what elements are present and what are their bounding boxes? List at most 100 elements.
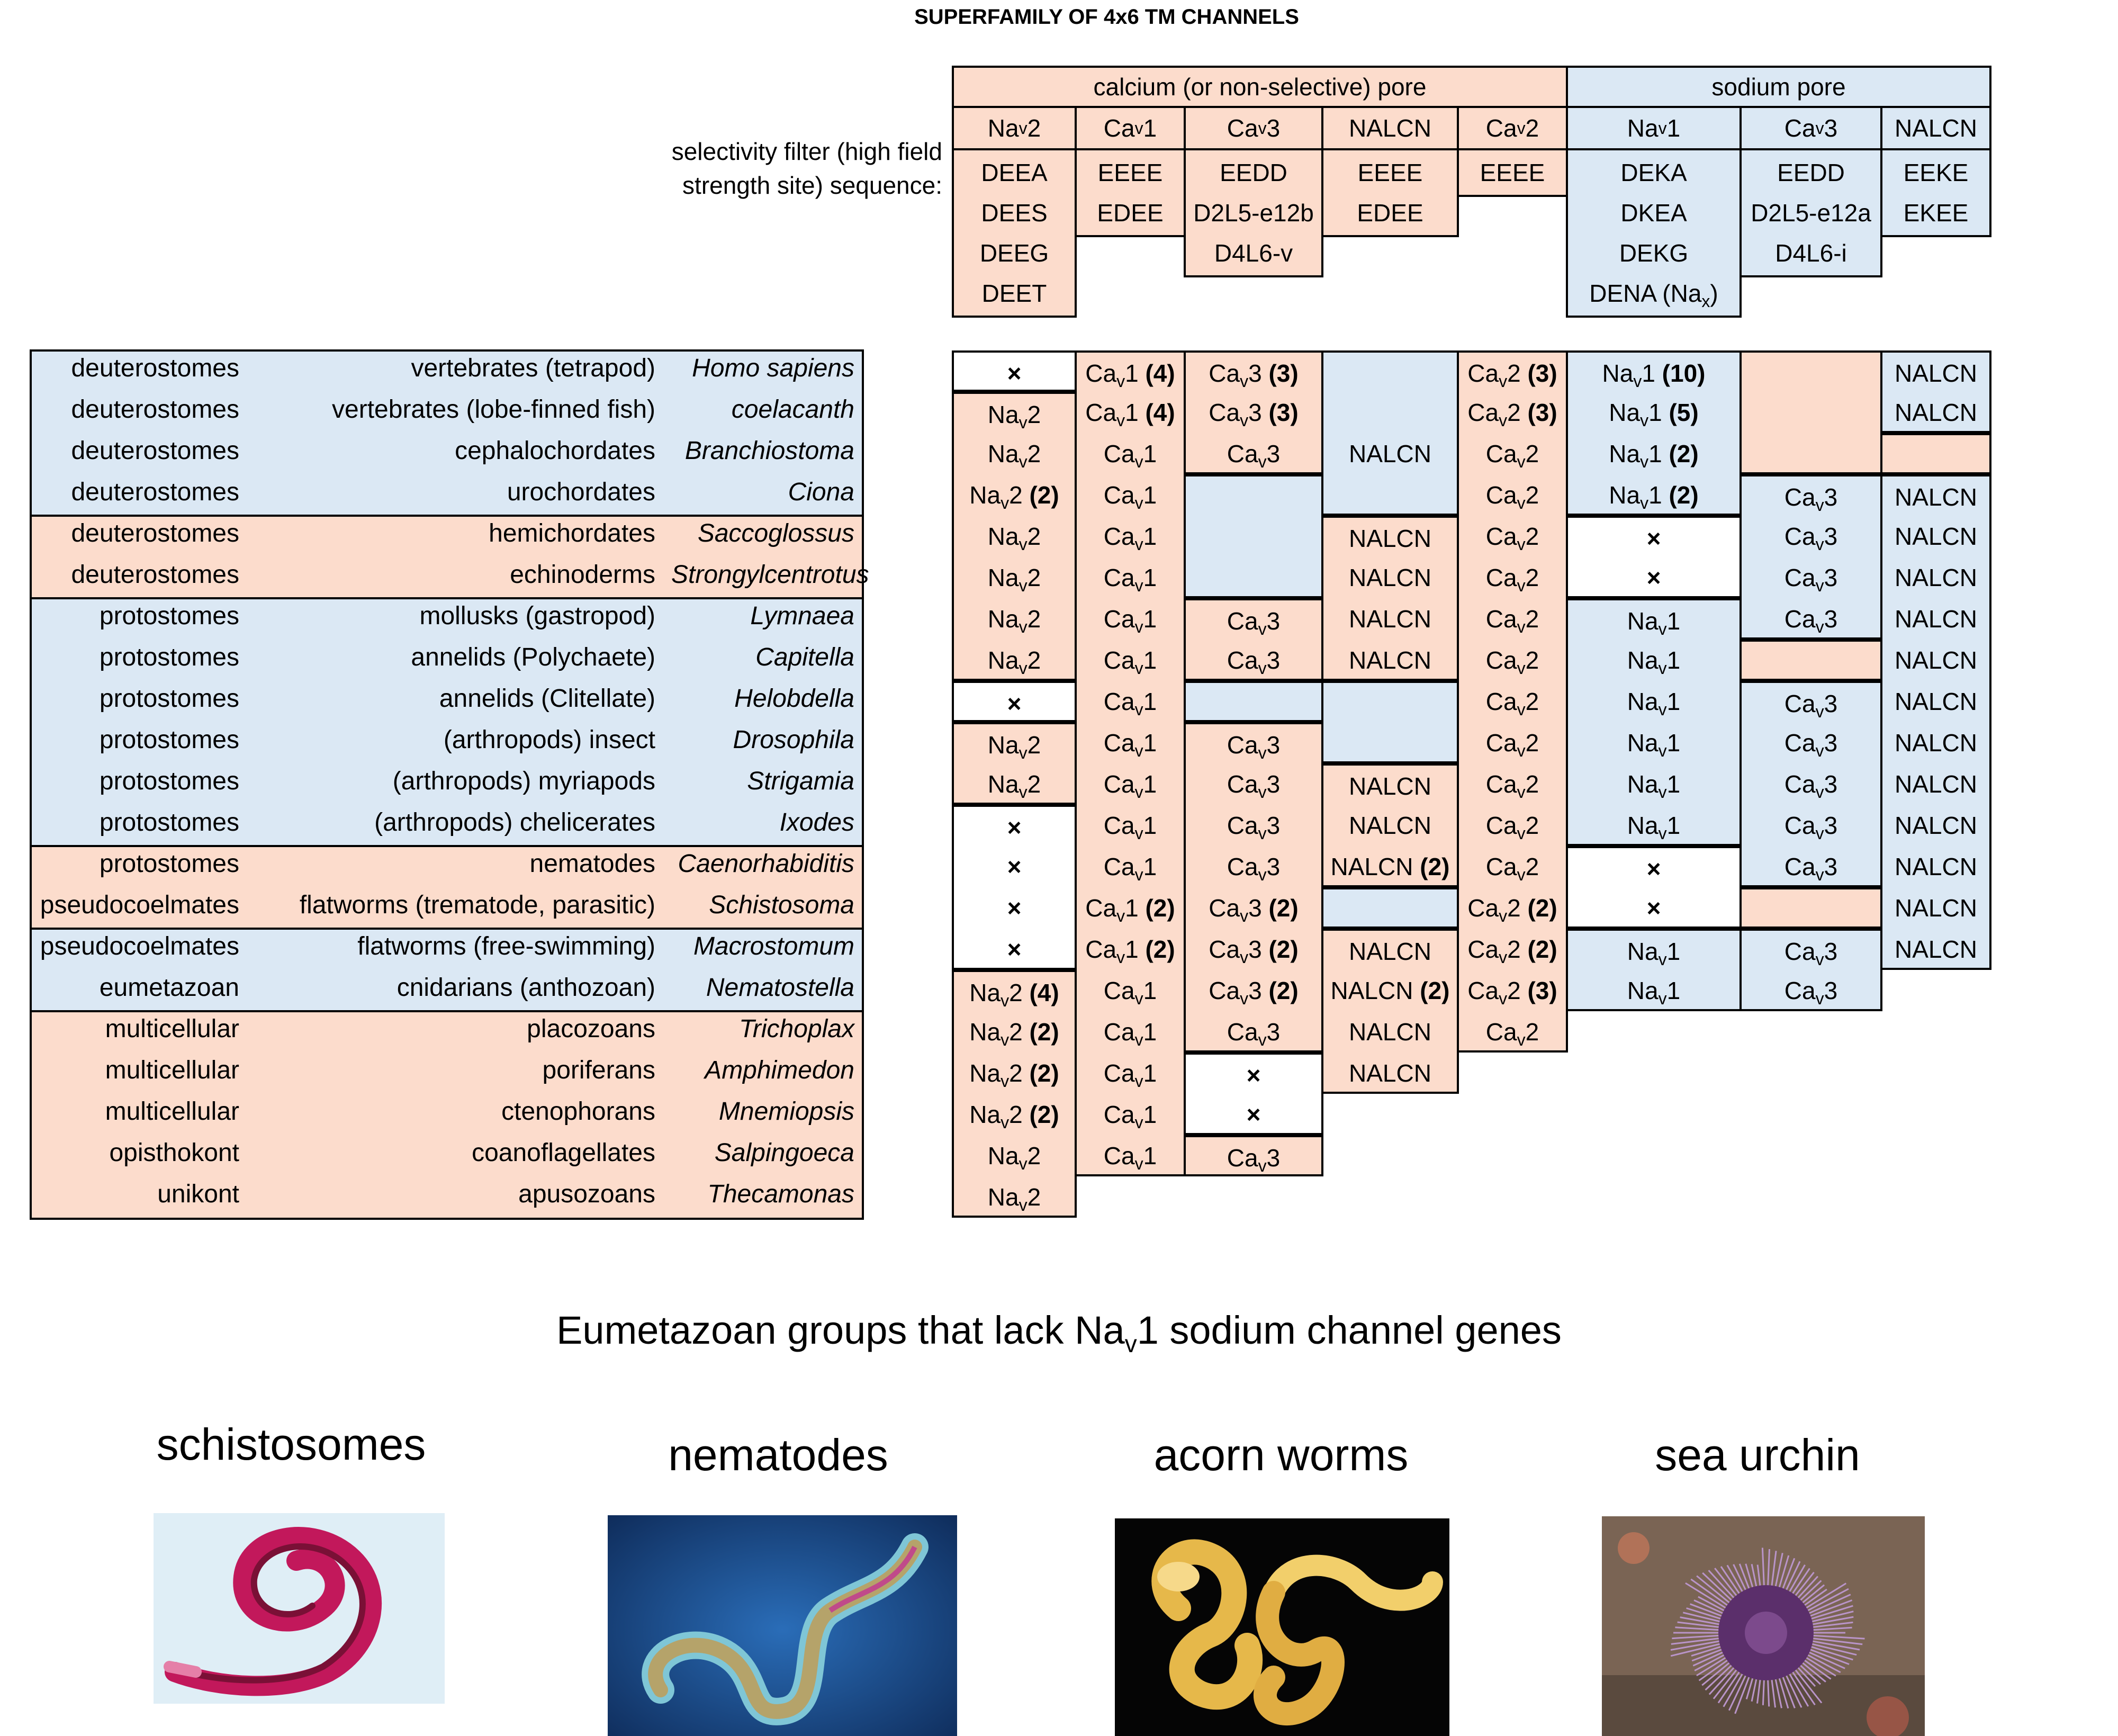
gene-cell: Nav2 (2): [952, 474, 1077, 516]
gene-cell: Cav3: [1740, 722, 1882, 763]
filter-sequence: D4L6-i: [1775, 239, 1847, 267]
gene-cell: Cav3: [1740, 805, 1882, 846]
gene-cell: [1184, 681, 1323, 722]
taxon-species: Salpingoeca: [714, 1139, 854, 1167]
gene-cell: Cav3: [1740, 763, 1882, 805]
filter-sequence: DEKA: [1620, 159, 1687, 186]
gene-cell: [1321, 681, 1459, 722]
filter-sequence: DEKG: [1619, 239, 1689, 267]
gene-cell: Cav3: [1740, 929, 1882, 970]
gene-cell: Cav1: [1075, 1053, 1186, 1094]
taxon-group: pseudocoelmates: [40, 891, 239, 919]
gene-cell: Nav2: [952, 1135, 1077, 1176]
taxon-species: Macrostomum: [693, 932, 854, 960]
gene-cell: Cav3 (2): [1184, 887, 1323, 929]
taxon-group: multicellular: [105, 1015, 239, 1043]
filter-sequence: EEEE: [1097, 159, 1163, 186]
filter-sequence: D4L6-v: [1214, 239, 1293, 267]
gene-cell: NALCN: [1880, 516, 1991, 557]
gene-cell: Nav1 (5): [1566, 392, 1742, 433]
sea-urchin-photo-icon: [1602, 1516, 1925, 1736]
gene-cell: NALCN: [1321, 516, 1459, 557]
gene-cell: [1740, 350, 1882, 392]
gene-cell: Cav2: [1457, 805, 1568, 846]
gene-cell: NALCN: [1321, 929, 1459, 970]
gene-cell: NALCN: [1880, 846, 1991, 887]
gene-cell: NALCN: [1321, 1053, 1459, 1094]
gene-cell: [1321, 722, 1459, 763]
gene-cell: NALCN: [1880, 887, 1991, 929]
taxon-clade: apusozoans: [518, 1180, 655, 1208]
schistosome-photo-icon: [154, 1513, 445, 1704]
filter-sequence: EDEE: [1097, 199, 1164, 227]
gene-cell: Cav1: [1075, 763, 1186, 805]
filter-sequence-box: EEEE EDEE: [1075, 148, 1186, 237]
gene-cell: Cav3: [1184, 722, 1323, 763]
gene-cell: Cav1 (2): [1075, 887, 1186, 929]
gene-cell: Cav1: [1075, 1011, 1186, 1053]
taxon-species: Lymnaea: [750, 602, 854, 630]
gene-cell: Cav1 (2): [1075, 929, 1186, 970]
taxon-group: multicellular: [105, 1098, 239, 1126]
taxon-species: Ciona: [788, 478, 854, 506]
gene-cell: Cav1: [1075, 640, 1186, 681]
taxon-group: protostomes: [99, 643, 239, 671]
taxon-group: pseudocoelmates: [40, 932, 239, 960]
taxon-clade: annelids (Clitellate): [439, 685, 655, 713]
figure-title: SUPERFAMILY OF 4x6 TM CHANNELS: [914, 5, 1299, 29]
gene-cell: NALCN: [1880, 763, 1991, 805]
taxon-species: Saccoglossus: [697, 519, 854, 547]
gene-cell: Cav1: [1075, 557, 1186, 598]
gene-cell: Cav3: [1740, 598, 1882, 640]
gene-cell: [1321, 474, 1459, 516]
figure-caption: Eumetazoan groups that lack Nav1 sodium …: [556, 1308, 1562, 1357]
gene-cell: NALCN: [1880, 640, 1991, 681]
gene-cell: NALCN: [1880, 722, 1991, 763]
taxon-species: Homo sapiens: [692, 354, 854, 382]
gene-cell: Nav1: [1566, 681, 1742, 722]
taxon-group: deuterostomes: [71, 561, 239, 589]
gene-cell: Nav2 (4): [952, 970, 1077, 1011]
taxon-species: Thecamonas: [707, 1180, 854, 1208]
gene-cell: ×: [1184, 1053, 1323, 1094]
gene-cell: Nav2 (2): [952, 1011, 1077, 1053]
gene-cell: NALCN: [1880, 929, 1991, 970]
selectivity-filter-label: selectivity filter (high field strength …: [671, 138, 942, 199]
gene-cell: [1880, 433, 1991, 474]
gene-cell: Cav2: [1457, 763, 1568, 805]
gene-cell: Nav2 (2): [952, 1094, 1077, 1135]
filter-sequence: DEES: [981, 199, 1048, 227]
taxon-group: deuterostomes: [71, 478, 239, 506]
taxon-group: protostomes: [99, 685, 239, 713]
gene-cell: Nav2 (2): [952, 1053, 1077, 1094]
gene-cell: ×: [952, 929, 1077, 970]
taxon-clade: mollusks (gastropod): [419, 602, 656, 630]
filter-sequence: DEET: [981, 280, 1047, 307]
taxon-group: multicellular: [105, 1056, 239, 1084]
gene-cell: NALCN: [1880, 557, 1991, 598]
taxon-species: Ixodes: [779, 808, 854, 836]
filter-sequence: DEEA: [981, 159, 1048, 186]
gene-cell: Nav2: [952, 1176, 1077, 1218]
gene-cell: Nav2: [952, 722, 1077, 763]
gene-cell: Nav1: [1566, 598, 1742, 640]
group-separator: [30, 597, 864, 599]
taxon-clade: vertebrates (tetrapod): [411, 354, 655, 382]
gene-cell: Cav3: [1740, 557, 1882, 598]
gene-cell: Nav1: [1566, 763, 1742, 805]
gene-cell: [1321, 350, 1459, 392]
